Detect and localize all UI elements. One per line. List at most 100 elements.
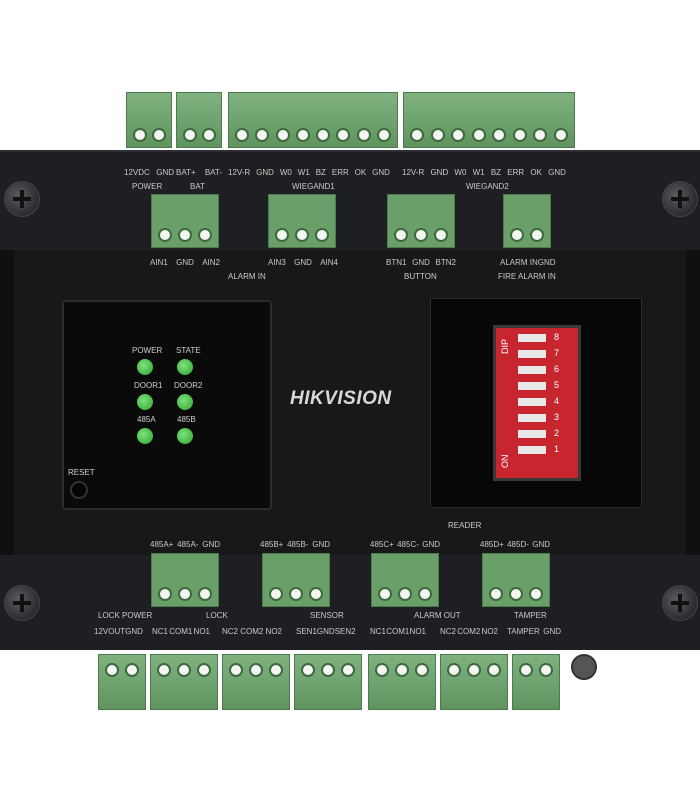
pin-label: W1 xyxy=(297,168,310,177)
pin-label: OK xyxy=(354,168,367,177)
pin-label: 485B- xyxy=(287,540,309,549)
on-label: ON xyxy=(500,454,510,469)
pin-label: NC1 xyxy=(152,627,169,636)
pin-label: BZ xyxy=(315,168,326,177)
pin-label: ERR xyxy=(507,168,525,177)
terminal-lock-power[interactable] xyxy=(98,654,146,710)
terminal-alarm-in-b[interactable] xyxy=(268,194,336,248)
dip-number: 3 xyxy=(554,412,560,422)
pin-label: NO1 xyxy=(409,627,426,636)
fire-group-label: FIRE ALARM IN xyxy=(498,272,556,281)
alarm-out-group-label: ALARM OUT xyxy=(414,611,461,620)
pin-label: 485C- xyxy=(397,540,419,549)
dip-toggle[interactable] xyxy=(518,398,546,406)
485b-labels: 485B+485B-GND xyxy=(260,540,330,549)
terminal-lock1[interactable] xyxy=(150,654,218,710)
pin-label: W0 xyxy=(454,168,467,177)
dip-number: 7 xyxy=(554,348,560,358)
reset-button[interactable] xyxy=(70,481,88,499)
pin-label: AIN1 xyxy=(150,258,168,267)
pin-label: 12VDC xyxy=(124,168,150,177)
pin-label: BZ xyxy=(490,168,502,177)
tamper-group-label: TAMPER xyxy=(514,611,547,620)
screw-icon xyxy=(4,181,40,217)
dip-number: 8 xyxy=(554,332,560,342)
led-label-door2: DOOR2 xyxy=(174,381,203,390)
terminal-485c[interactable] xyxy=(371,553,439,607)
alarm-in-group-label: ALARM IN xyxy=(228,272,266,281)
terminal-alarm-out1[interactable] xyxy=(368,654,436,710)
led-label-door1: DOOR1 xyxy=(134,381,163,390)
tamper-switch-icon[interactable] xyxy=(571,654,597,680)
pin-label: COM2 xyxy=(457,627,481,636)
brand-logo: HIKVISION xyxy=(290,388,392,409)
pin-label: 485A- xyxy=(177,540,199,549)
dip-number: 5 xyxy=(554,380,560,390)
pin-label: GND xyxy=(294,258,312,267)
terminal-fire-alarm[interactable] xyxy=(503,194,551,248)
pin-label: 12VOUT xyxy=(94,627,126,636)
pin-label: 485B+ xyxy=(260,540,284,549)
485c-labels: 485C+485C-GND xyxy=(370,540,440,549)
pin-label: SEN1 xyxy=(296,627,317,636)
485b-led xyxy=(177,428,193,444)
dip-number: 1 xyxy=(554,444,560,454)
pin-label: BTN1 xyxy=(386,258,407,267)
dip-toggle[interactable] xyxy=(518,366,546,374)
pin-label: NC2 xyxy=(440,627,457,636)
pin-label: GND xyxy=(316,627,335,636)
terminal-button[interactable] xyxy=(387,194,455,248)
dip-toggle[interactable] xyxy=(518,382,546,390)
dip-toggle[interactable] xyxy=(518,430,546,438)
terminal-wiegand1[interactable] xyxy=(228,92,398,148)
terminal-485a[interactable] xyxy=(151,553,219,607)
terminal-tamper[interactable] xyxy=(512,654,560,710)
pin-label: GND xyxy=(548,168,566,177)
pin-label: 12V-R xyxy=(228,168,251,177)
pin-label: GND xyxy=(156,168,174,177)
485a-labels: 485A+485A-GND xyxy=(150,540,220,549)
terminal-alarm-out2[interactable] xyxy=(440,654,508,710)
pin-label: NO1 xyxy=(193,627,210,636)
dip-toggle[interactable] xyxy=(518,414,546,422)
pin-label: 485D- xyxy=(507,540,529,549)
terminal-wiegand2[interactable] xyxy=(403,92,575,148)
terminal-alarm-in-a[interactable] xyxy=(151,194,219,248)
pin-label: NO2 xyxy=(481,627,498,636)
pin-label: COM1 xyxy=(169,627,193,636)
state-led xyxy=(177,359,193,375)
terminal-lock2[interactable] xyxy=(222,654,290,710)
pin-label: COM2 xyxy=(240,627,264,636)
wiegand1-group-label: WIEGAND1 xyxy=(292,182,335,191)
terminal-sensor[interactable] xyxy=(294,654,362,710)
pin-label: 485C+ xyxy=(370,540,394,549)
pin-label: NO2 xyxy=(265,627,282,636)
lock-group-label: LOCK xyxy=(206,611,228,620)
lock-power-group-label: LOCK POWER xyxy=(98,611,153,620)
pin-label: GND xyxy=(532,540,550,549)
pin-label: AIN2 xyxy=(202,258,220,267)
terminal-power[interactable] xyxy=(126,92,172,148)
right-rail xyxy=(686,250,700,555)
dip-toggle[interactable] xyxy=(518,350,546,358)
terminal-bat[interactable] xyxy=(176,92,222,148)
terminal-485b[interactable] xyxy=(262,553,330,607)
dip-number: 2 xyxy=(554,428,560,438)
terminal-485d[interactable] xyxy=(482,553,550,607)
dip-toggle[interactable] xyxy=(518,334,546,342)
pin-label: ERR xyxy=(331,168,349,177)
pin-label: AIN4 xyxy=(320,258,338,267)
dip-toggle[interactable] xyxy=(518,446,546,454)
pin-label: GND xyxy=(430,168,449,177)
pin-label: GND xyxy=(312,540,330,549)
